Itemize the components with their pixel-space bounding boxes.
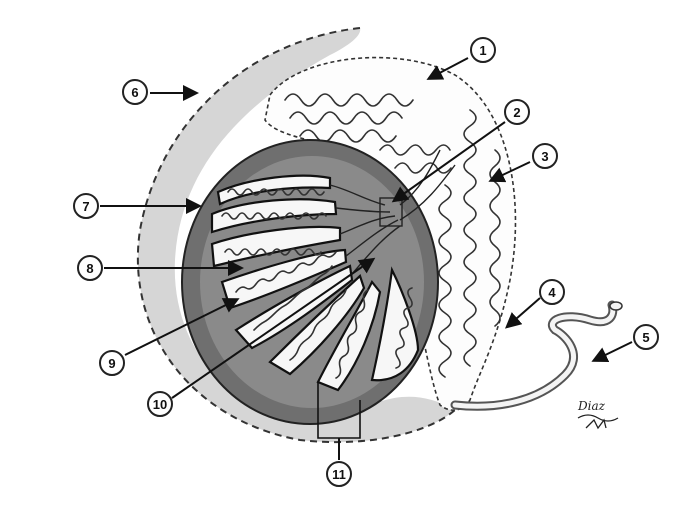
label-7: 7 — [74, 194, 98, 218]
label-3-text: 3 — [541, 149, 548, 164]
vas-deferens-end — [610, 302, 622, 310]
label-6: 6 — [123, 80, 147, 104]
artist-signature: Diaz — [577, 399, 618, 428]
label-4-text: 4 — [548, 285, 556, 300]
label-1: 1 — [471, 38, 495, 62]
label-5: 5 — [634, 325, 658, 349]
label-8: 8 — [78, 256, 102, 280]
label-10-text: 10 — [153, 397, 167, 412]
signature-text: Diaz — [577, 399, 606, 413]
label-5-text: 5 — [642, 330, 649, 345]
label-7-text: 7 — [82, 199, 89, 214]
label-1-text: 1 — [479, 43, 486, 58]
label-2-text: 2 — [513, 105, 520, 120]
label-2: 2 — [505, 100, 529, 124]
label-9-text: 9 — [108, 356, 115, 371]
label-8-text: 8 — [86, 261, 93, 276]
label-6-text: 6 — [131, 85, 138, 100]
label-11: 11 — [327, 462, 351, 486]
label-10: 10 — [148, 392, 172, 416]
label-3: 3 — [533, 144, 557, 168]
label-9: 9 — [100, 351, 124, 375]
label-4: 4 — [540, 280, 564, 304]
label-11-text: 11 — [332, 467, 346, 482]
